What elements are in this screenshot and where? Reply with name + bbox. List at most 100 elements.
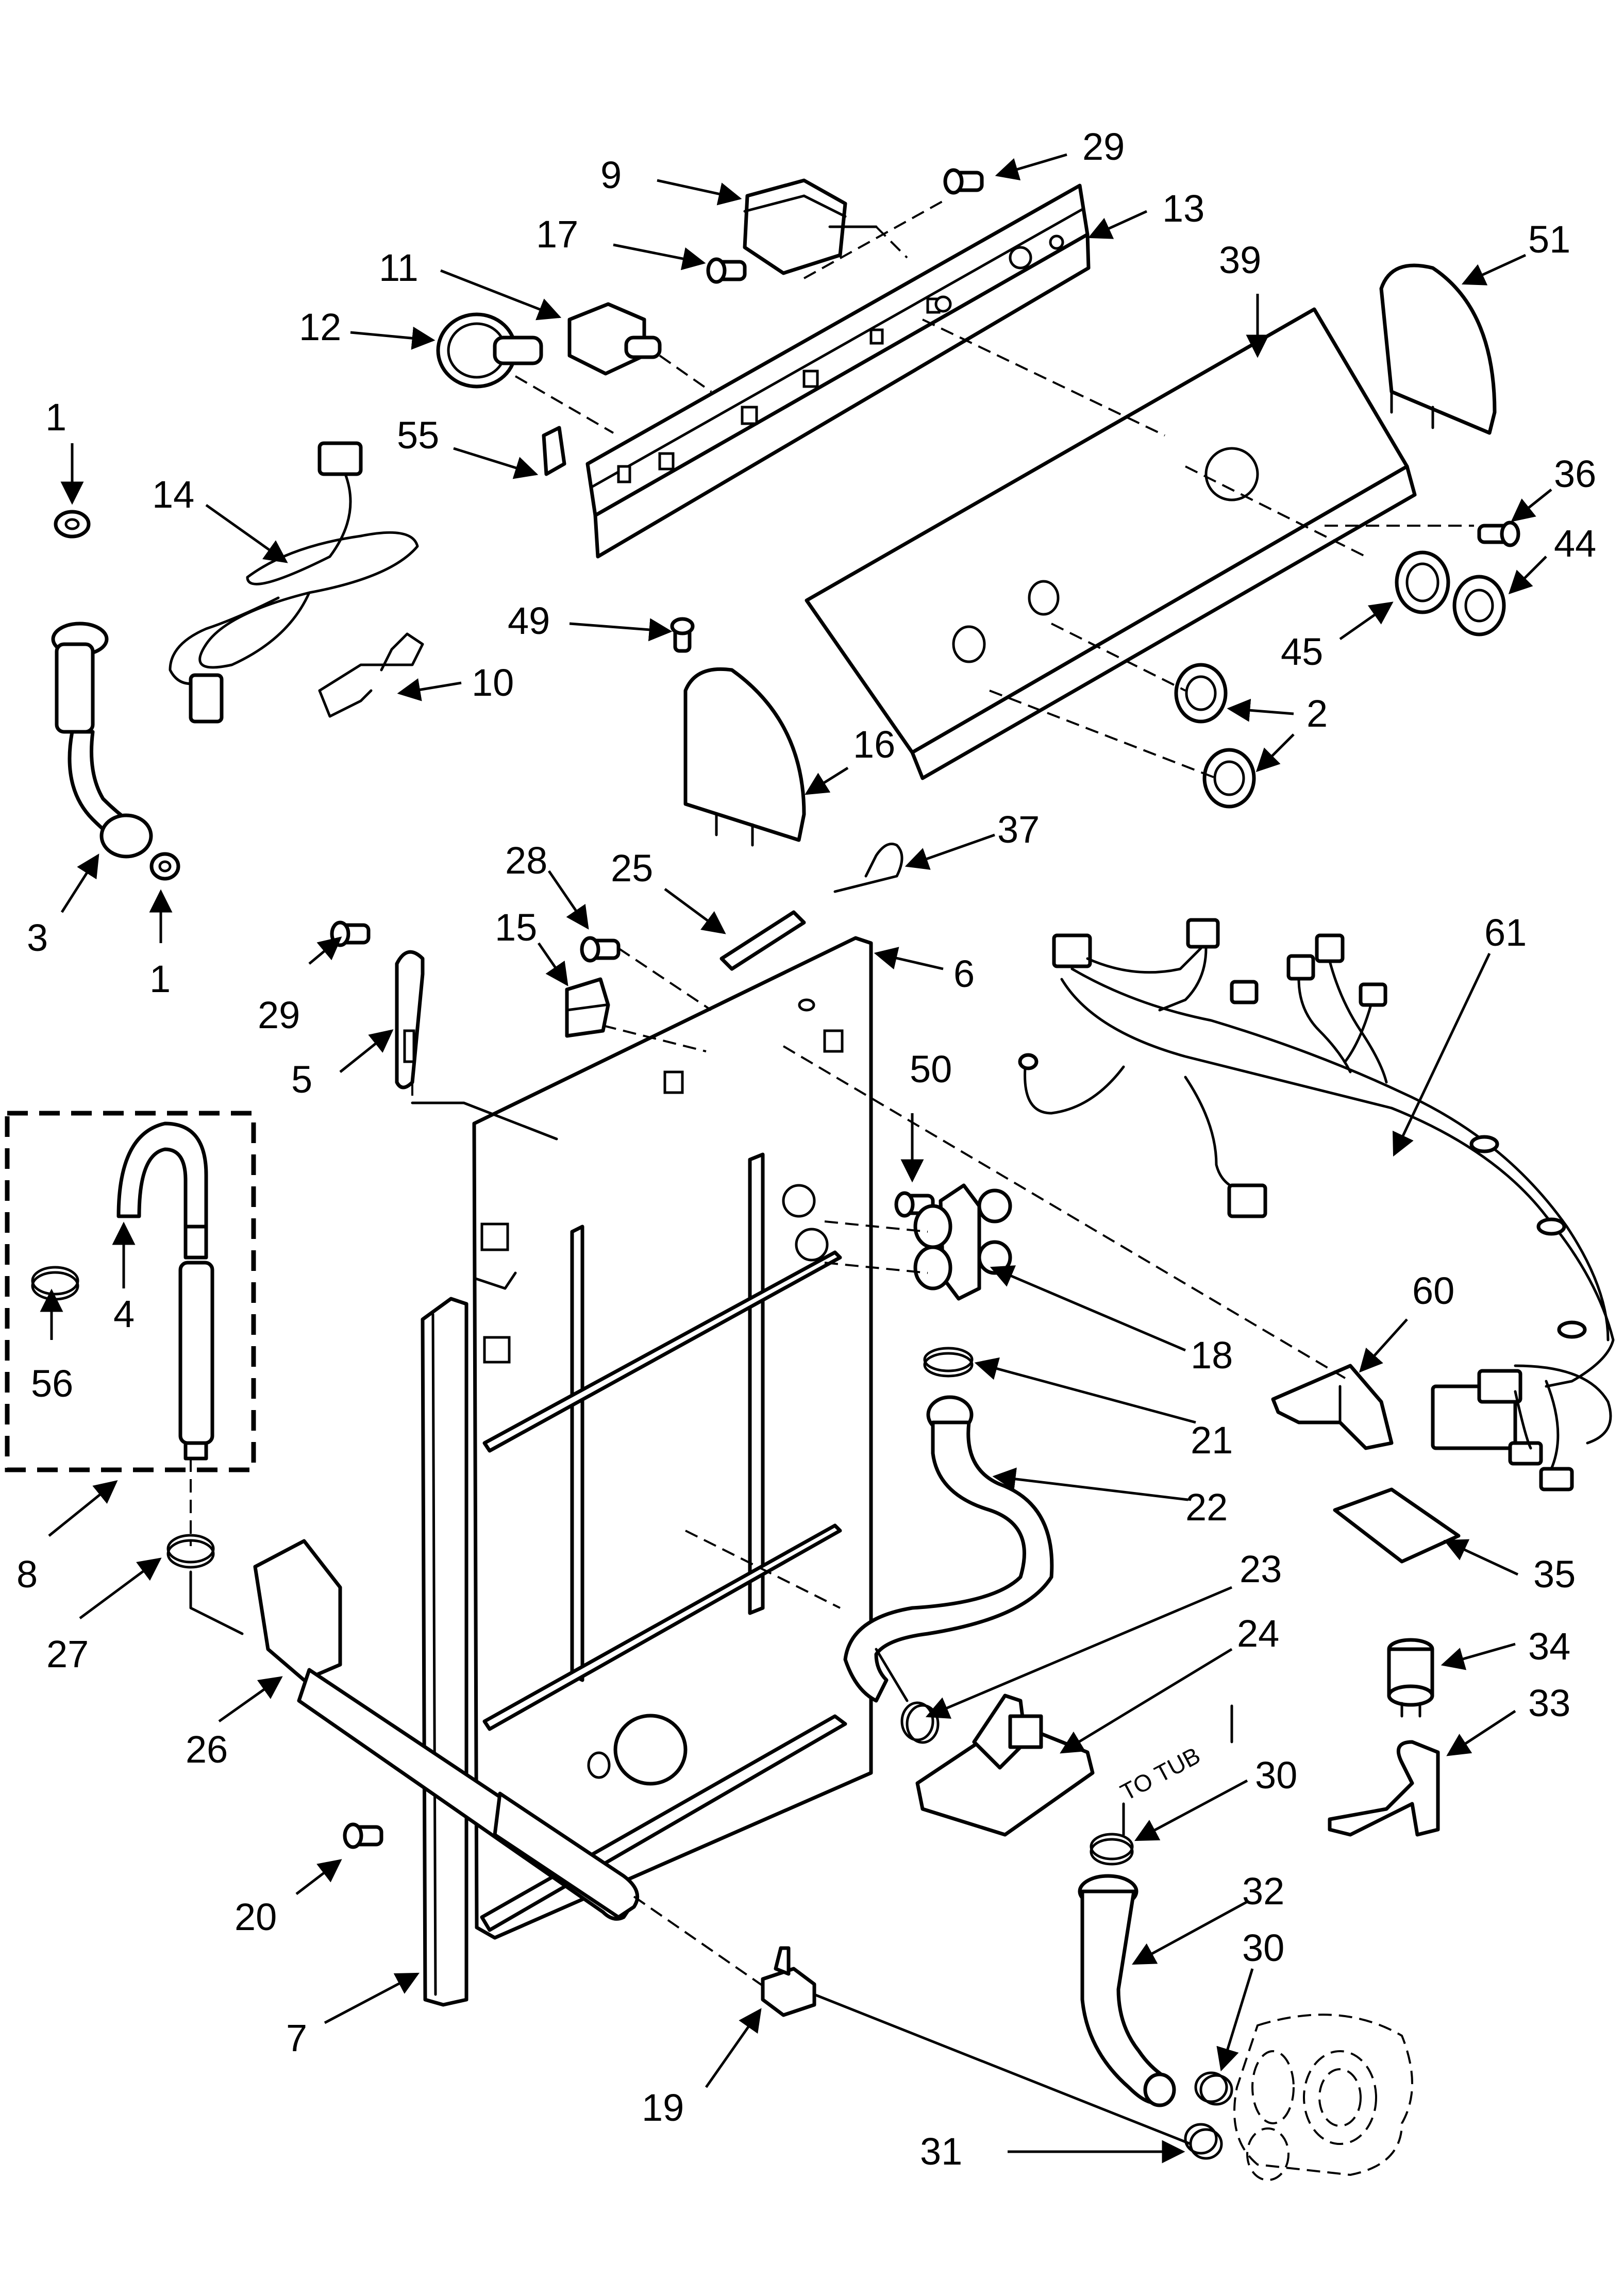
console-panel-part bbox=[805, 307, 1417, 780]
callout-label: 19 bbox=[642, 2086, 684, 2129]
power-cord-part bbox=[169, 441, 419, 724]
knob-45-part bbox=[1395, 550, 1450, 614]
callout-label: 20 bbox=[235, 1896, 277, 1938]
knob-44-part bbox=[1452, 575, 1506, 636]
endcap-left-part bbox=[683, 667, 806, 847]
callout-label: 56 bbox=[31, 1362, 73, 1405]
to-tub-note: TO TUB bbox=[1116, 1742, 1204, 1806]
callout-label: 10 bbox=[472, 661, 514, 704]
callouts: 9 29 17 13 11 39 51 12 1 55 14 36 44 49 … bbox=[16, 125, 1596, 2173]
callout-label: 13 bbox=[1162, 187, 1204, 230]
callout-label: 45 bbox=[1281, 630, 1323, 673]
callout-label: 51 bbox=[1528, 218, 1570, 261]
clip-56-part bbox=[31, 1266, 79, 1301]
alignment-lines bbox=[189, 200, 1474, 2145]
callout-label: 14 bbox=[152, 473, 194, 516]
kit-8-outline bbox=[5, 1111, 256, 1472]
callout-label: 37 bbox=[997, 808, 1040, 851]
screw-29-left-part bbox=[330, 920, 371, 947]
drain-hose-kit-part bbox=[116, 1121, 214, 1461]
nozzle-24-part bbox=[915, 1694, 1095, 1837]
clip-55-part bbox=[542, 426, 566, 476]
callout-label: 26 bbox=[186, 1728, 228, 1771]
callout-label: 44 bbox=[1554, 522, 1596, 565]
washer-1-top-part bbox=[54, 510, 91, 539]
callout-label: 29 bbox=[1082, 125, 1125, 168]
callout-label: 49 bbox=[508, 599, 550, 642]
screw-29-top-part bbox=[943, 168, 984, 195]
callout-label: 12 bbox=[299, 306, 341, 348]
callout-label: 31 bbox=[920, 2130, 962, 2173]
screw-36-part bbox=[1477, 521, 1520, 547]
callout-label: 60 bbox=[1412, 1269, 1454, 1312]
callout-label: 30 bbox=[1255, 1754, 1297, 1797]
hose-22-part bbox=[843, 1395, 1054, 1703]
support-strip-7-part bbox=[421, 1297, 468, 2007]
hose-bracket-26-part bbox=[253, 1539, 342, 1682]
callout-label: 17 bbox=[536, 213, 578, 256]
washer-1-lower-part bbox=[149, 852, 180, 881]
callout-label: 18 bbox=[1191, 1334, 1233, 1377]
corrugated-drain-hose-part bbox=[297, 1668, 640, 1921]
knob-2-lower-part bbox=[1202, 748, 1256, 809]
drain-hose-part bbox=[1078, 1874, 1176, 2107]
callout-label: 7 bbox=[286, 2017, 307, 2059]
inlet-hose-part bbox=[51, 622, 153, 859]
clamp-30-upper-part bbox=[1090, 1833, 1134, 1866]
clamp-19-part bbox=[761, 1946, 816, 2017]
clip-37-part bbox=[833, 843, 903, 893]
clamp-31-part bbox=[1184, 2123, 1223, 2160]
knob-2-upper-part bbox=[1174, 663, 1228, 724]
callout-label: 35 bbox=[1533, 1553, 1576, 1596]
callout-label: 24 bbox=[1237, 1612, 1279, 1655]
callout-label: 6 bbox=[953, 952, 975, 995]
callout-label: 21 bbox=[1191, 1419, 1233, 1462]
wire-harness-part bbox=[1018, 918, 1615, 1491]
clamp-21-part bbox=[923, 1347, 974, 1378]
callout-label: 16 bbox=[853, 723, 895, 766]
callout-label: 2 bbox=[1307, 692, 1328, 735]
callout-label: 23 bbox=[1240, 1548, 1282, 1590]
strip-25-part bbox=[719, 910, 806, 971]
callout-label: 33 bbox=[1528, 1682, 1570, 1724]
rotary-switch-part bbox=[567, 302, 662, 376]
callout-label: 61 bbox=[1484, 911, 1527, 954]
callout-label: 5 bbox=[291, 1058, 312, 1101]
screw-17-part bbox=[706, 257, 747, 284]
callout-label: 8 bbox=[16, 1553, 38, 1596]
console-bracket-part bbox=[585, 183, 1091, 559]
callout-label: 4 bbox=[113, 1293, 135, 1335]
bracket-60-part bbox=[1271, 1364, 1394, 1450]
callout-label: 9 bbox=[600, 154, 622, 196]
rear-panel-part bbox=[472, 936, 873, 1940]
callout-label: 29 bbox=[258, 994, 300, 1036]
timer-switch-part bbox=[743, 178, 878, 275]
timer-part bbox=[436, 312, 543, 389]
callout-label: 55 bbox=[397, 414, 439, 457]
callout-label: 34 bbox=[1528, 1625, 1570, 1668]
callout-label: 36 bbox=[1554, 452, 1596, 495]
screw-20-part bbox=[343, 1822, 383, 1849]
bracket-33-part bbox=[1328, 1740, 1440, 1837]
pump-phantom-part bbox=[1233, 2014, 1413, 2181]
callout-label: 30 bbox=[1242, 1926, 1284, 1969]
callout-label: 25 bbox=[611, 847, 653, 890]
callout-label: 1 bbox=[149, 958, 171, 1000]
callout-label: 15 bbox=[495, 906, 537, 949]
water-valve-part bbox=[913, 1183, 1012, 1301]
callout-label: 3 bbox=[27, 916, 48, 959]
callout-label: 32 bbox=[1242, 1870, 1284, 1913]
callout-label: 28 bbox=[505, 839, 547, 882]
clamp-30-lower-part bbox=[1194, 2071, 1233, 2106]
callout-label: 27 bbox=[46, 1633, 89, 1675]
callout-label: 1 bbox=[45, 396, 66, 439]
clip-27-part bbox=[166, 1534, 215, 1569]
callout-label: 22 bbox=[1185, 1486, 1228, 1529]
capacitor-34-part bbox=[1387, 1638, 1434, 1718]
label-35-part bbox=[1333, 1487, 1461, 1564]
clamp-23-part bbox=[900, 1701, 940, 1744]
callout-label: 50 bbox=[910, 1048, 952, 1091]
callout-label: 39 bbox=[1219, 239, 1261, 281]
switch-15-part bbox=[565, 977, 610, 1038]
